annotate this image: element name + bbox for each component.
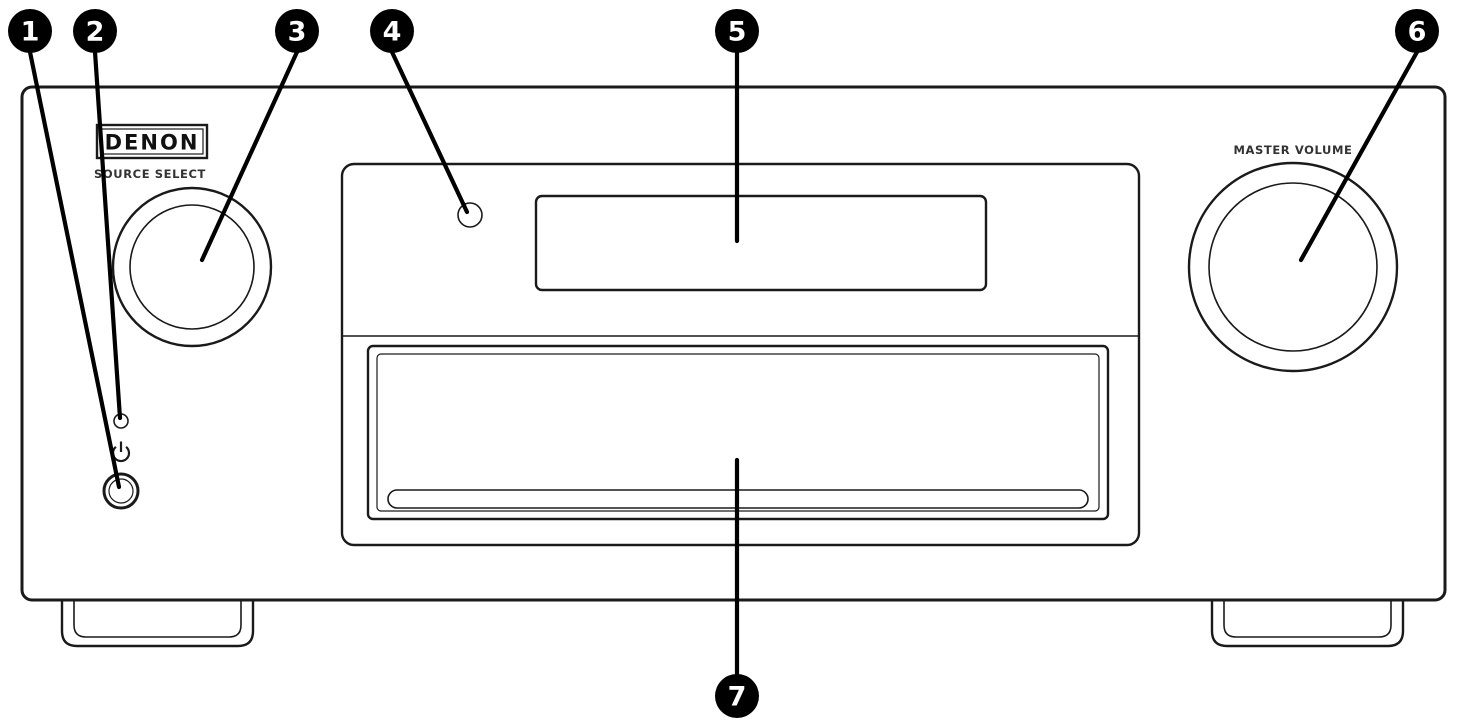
denon-logo-text: DENON [105, 131, 200, 155]
callout-leader-lines [27, 49, 1420, 677]
callout-2-circle [73, 9, 117, 53]
callout-7-number: 7 [728, 682, 747, 713]
callout-1-number: 1 [21, 17, 40, 48]
callout-1: 1 [8, 9, 52, 53]
callout-2-number: 2 [86, 17, 105, 48]
callout-4-number: 4 [383, 17, 402, 48]
callout-4-circle [370, 9, 414, 53]
center-bezel-outline [340, 162, 1141, 547]
callout-3: 3 [275, 9, 319, 53]
chassis-outline [20, 85, 1447, 602]
callout-5-number: 5 [728, 17, 747, 48]
leader-line-2 [92, 49, 123, 421]
master-volume-knob-inner-ring [1208, 182, 1378, 352]
master-volume-label: MASTER VOLUME [1233, 143, 1352, 157]
denon-logo: DENON [95, 123, 209, 160]
callout-7: 7 [715, 674, 759, 718]
master-volume-knob [1187, 161, 1399, 373]
callout-5: 5 [715, 9, 759, 53]
right-foot-outer [1210, 600, 1405, 648]
master-volume-knob-outer-ring [1187, 161, 1399, 373]
leader-line-4 [389, 49, 470, 215]
right-foot-inner [1223, 600, 1392, 638]
callout-3-circle [275, 9, 319, 53]
callout-5-circle [715, 9, 759, 53]
callout-6-circle [1395, 9, 1439, 53]
remote-control-sensor [457, 202, 483, 228]
denon-logo-outer-frame [95, 123, 209, 160]
power-button-inner [108, 478, 134, 504]
leader-line-1 [27, 49, 122, 490]
right-foot [1210, 600, 1405, 648]
source-select-label: SOURCE SELECT [94, 167, 206, 181]
power-button [102, 472, 140, 510]
callout-badges: 1 2 3 4 5 6 7 [8, 9, 1439, 718]
receiver-front-panel: DENON SOURCE SELECT [20, 85, 1447, 648]
callout-7-circle [715, 674, 759, 718]
left-foot [60, 600, 255, 648]
left-foot-outer [60, 600, 255, 648]
callout-3-number: 3 [288, 17, 307, 48]
power-icon [111, 441, 131, 463]
callout-1-circle [8, 9, 52, 53]
source-select-knob-inner-ring [129, 204, 255, 330]
callout-2: 2 [73, 9, 117, 53]
display [534, 194, 988, 292]
left-foot-inner [73, 600, 242, 638]
power-button-outer [102, 472, 140, 510]
leader-line-6 [1298, 49, 1420, 263]
leader-line-3 [199, 49, 300, 263]
callout-6: 6 [1395, 9, 1439, 53]
source-select-knob [111, 186, 273, 348]
source-select-knob-outer-ring [111, 186, 273, 348]
callout-6-number: 6 [1408, 17, 1427, 48]
callout-4: 4 [370, 9, 414, 53]
center-bezel [340, 162, 1141, 547]
